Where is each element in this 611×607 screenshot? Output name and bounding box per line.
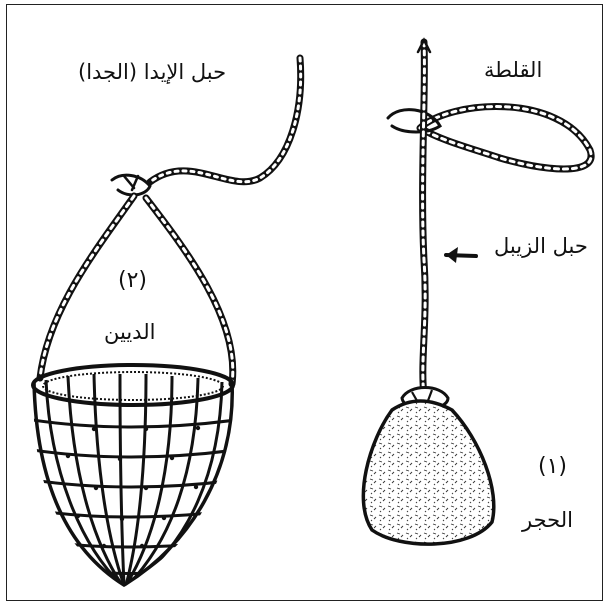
qalta-loop xyxy=(388,107,591,169)
left-arrow-icon xyxy=(446,247,476,263)
basket-label: الديين xyxy=(104,322,155,343)
qalta-label: القلطة xyxy=(484,60,542,81)
stone xyxy=(363,388,493,545)
stone-number-label: (١) xyxy=(538,456,567,478)
basket xyxy=(20,365,250,585)
idaa-rope-label: حبل الإيدا (الجدا) xyxy=(78,62,226,83)
zabeel-rope xyxy=(418,40,430,396)
basket-number-label: (٢) xyxy=(118,270,147,292)
zabeel-rope-label: حبل الزيبل xyxy=(494,236,588,257)
stone-label: الحجر xyxy=(522,510,573,531)
